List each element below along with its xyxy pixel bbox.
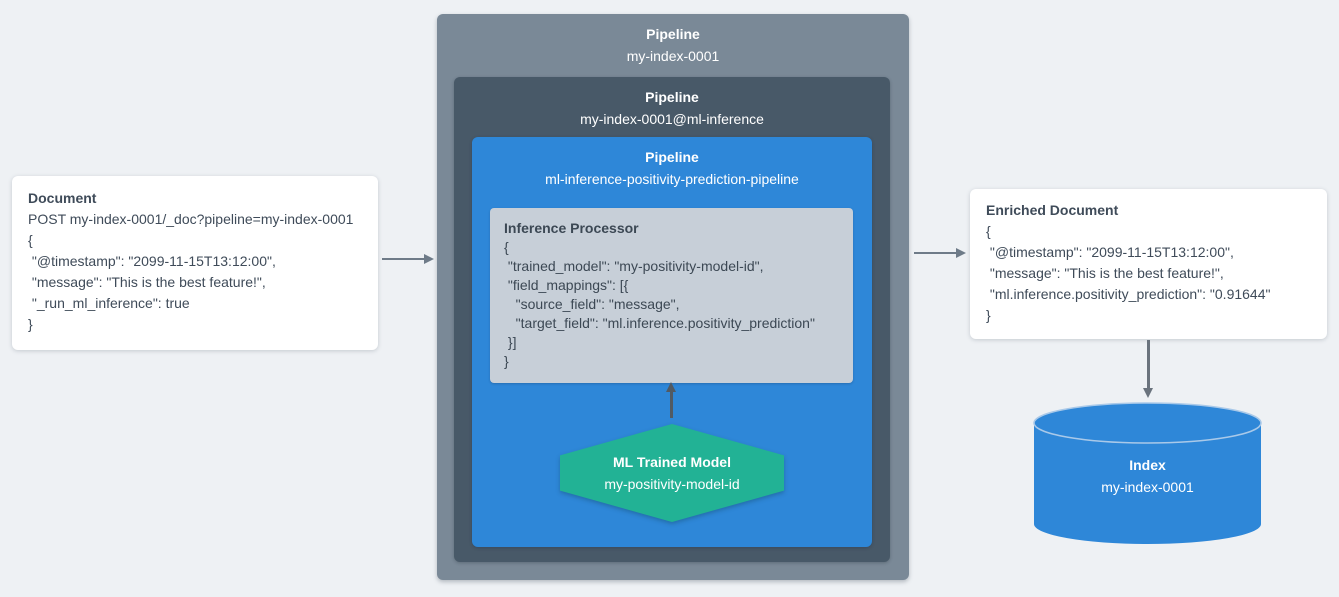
processor-code-line: } [504, 353, 509, 369]
processor-code-line: "source_field": "message", [504, 296, 680, 312]
pipeline-prediction-subtitle: ml-inference-positivity-prediction-pipel… [545, 171, 799, 187]
pipeline-outer-subtitle: my-index-0001 [626, 48, 720, 64]
enriched-card-title: Enriched Document [986, 202, 1119, 218]
database-cylinder-icon [1033, 402, 1262, 544]
pipeline-prediction-title: Pipeline [645, 149, 699, 165]
inference-processor-title: Inference Processor [504, 220, 639, 236]
document-code-line: { [28, 232, 33, 248]
document-code-line: "@timestamp": "2099-11-15T13:12:00", [28, 253, 276, 269]
index-subtitle: my-index-0001 [1101, 479, 1194, 495]
index-cylinder-node: Index my-index-0001 [1033, 402, 1262, 545]
pipeline-outer-header: Pipeline my-index-0001 [437, 14, 909, 67]
pipeline-ml-inference-subtitle: my-index-0001@ml-inference [580, 111, 764, 127]
pipeline-prediction-box: Pipeline ml-inference-positivity-predict… [472, 137, 872, 547]
arrow-document-to-pipeline [382, 253, 434, 264]
enriched-code-line: "message": "This is the best feature!", [986, 265, 1224, 281]
arrow-model-to-processor [666, 382, 675, 418]
enriched-document-card: Enriched Document { "@timestamp": "2099-… [970, 189, 1327, 339]
index-label: Index my-index-0001 [1033, 454, 1262, 498]
document-card: Document POST my-index-0001/_doc?pipelin… [12, 176, 378, 350]
index-title: Index [1129, 457, 1166, 473]
processor-code-line: "target_field": "ml.inference.positivity… [504, 315, 815, 331]
ml-model-subtitle: my-positivity-model-id [604, 476, 740, 492]
pipeline-ml-inference-box: Pipeline my-index-0001@ml-inference Pipe… [454, 77, 890, 562]
document-card-title: Document [28, 190, 97, 206]
pipeline-outer-title: Pipeline [646, 26, 700, 42]
ml-model-title: ML Trained Model [613, 454, 731, 470]
hexagon-shape: ML Trained Model my-positivity-model-id [560, 424, 784, 522]
arrow-enriched-to-index [1143, 340, 1152, 398]
pipeline-ml-inference-header: Pipeline my-index-0001@ml-inference [454, 77, 890, 130]
processor-code-line: }] [504, 334, 517, 350]
processor-code-line: "trained_model": "my-positivity-model-id… [504, 258, 764, 274]
enriched-code-line: "ml.inference.positivity_prediction": "0… [986, 286, 1271, 302]
inference-processor-card: Inference Processor { "trained_model": "… [490, 208, 853, 383]
enriched-code-line: } [986, 307, 991, 323]
document-code-line: "message": "This is the best feature!", [28, 274, 266, 290]
pipeline-ml-inference-title: Pipeline [645, 89, 699, 105]
document-code-line: "_run_ml_inference": true [28, 295, 190, 311]
document-code-line: } [28, 316, 33, 332]
enriched-code-line: "@timestamp": "2099-11-15T13:12:00", [986, 244, 1234, 260]
document-code-line: POST my-index-0001/_doc?pipeline=my-inde… [28, 211, 354, 227]
processor-code-line: { [504, 239, 509, 255]
enriched-code-line: { [986, 223, 991, 239]
arrow-pipeline-to-enriched [914, 247, 966, 258]
pipeline-prediction-header: Pipeline ml-inference-positivity-predict… [472, 137, 872, 190]
ml-trained-model-node: ML Trained Model my-positivity-model-id [560, 424, 784, 522]
pipeline-outer-box: Pipeline my-index-0001 Pipeline my-index… [437, 14, 909, 580]
processor-code-line: "field_mappings": [{ [504, 277, 629, 293]
